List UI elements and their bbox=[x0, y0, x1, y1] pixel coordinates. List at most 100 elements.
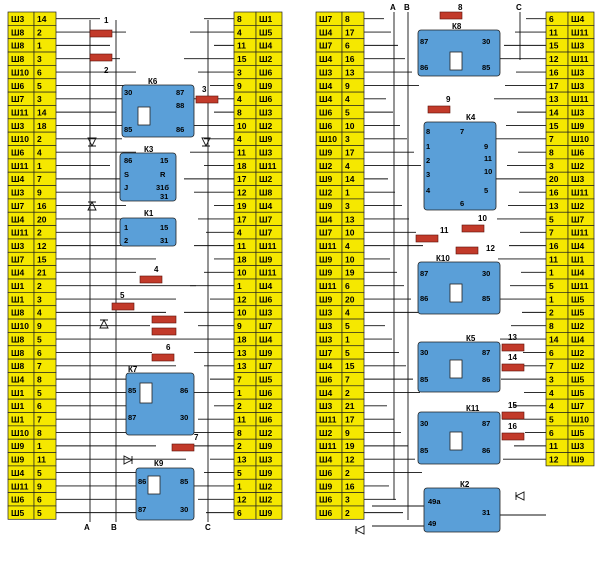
resistor-5: 5 bbox=[111, 291, 177, 336]
cell-text: Ш6 bbox=[319, 374, 333, 384]
cell-text: Ш7 bbox=[319, 348, 333, 358]
cell-text: Ш2 bbox=[259, 401, 273, 411]
cell-text: 2 bbox=[345, 388, 350, 398]
svg-text:86: 86 bbox=[482, 375, 490, 384]
connector-cell: 6 Ш4 bbox=[545, 11, 595, 26]
cell-text: Ш5 bbox=[571, 374, 585, 384]
cell-text: 6 bbox=[237, 508, 242, 518]
cell-text: Ш7 bbox=[319, 14, 333, 24]
cell-text: 8 bbox=[237, 107, 242, 117]
cell-text: 6 bbox=[549, 14, 554, 24]
svg-text:85: 85 bbox=[180, 477, 188, 486]
cell-text: Ш6 bbox=[319, 495, 333, 505]
svg-text:4: 4 bbox=[426, 186, 431, 195]
svg-text:S: S bbox=[124, 170, 129, 179]
cell-text: Ш11 bbox=[319, 241, 337, 251]
svg-text:К10: К10 bbox=[436, 254, 450, 263]
cell-text: 11 bbox=[237, 41, 246, 51]
cell-text: Ш4 bbox=[259, 281, 273, 291]
cell-text: Ш11 bbox=[259, 268, 277, 278]
cell-text: 16 bbox=[549, 188, 559, 198]
cell-text: Ш4 bbox=[11, 174, 25, 184]
cell-text: 3 bbox=[237, 67, 242, 77]
cell-text: 1 bbox=[345, 188, 350, 198]
cell-text: 18 bbox=[237, 161, 247, 171]
cell-text: Ш4 bbox=[11, 214, 25, 224]
cell-text: Ш3 bbox=[571, 441, 585, 451]
cell-text: 12 bbox=[237, 188, 247, 198]
svg-text:1: 1 bbox=[104, 16, 109, 25]
cell-text: Ш4 bbox=[571, 14, 585, 24]
cell-text: 17 bbox=[237, 174, 247, 184]
relay-k9: К9 86 85 87 30 bbox=[135, 459, 195, 521]
cell-text: Ш5 bbox=[259, 374, 273, 384]
cell-text: 6 bbox=[549, 348, 554, 358]
connector-cell: 12 Ш8 bbox=[233, 185, 283, 200]
cell-text: Ш7 bbox=[11, 254, 25, 264]
cell-text: Ш5 bbox=[571, 294, 585, 304]
cell-text: 2 bbox=[237, 401, 242, 411]
cell-text: 16 bbox=[345, 481, 355, 491]
cell-text: Ш3 bbox=[259, 308, 273, 318]
cell-text: 2 bbox=[37, 27, 42, 37]
svg-text:87: 87 bbox=[420, 269, 428, 278]
cell-text: Ш4 bbox=[319, 455, 333, 465]
cell-text: 21 bbox=[345, 401, 355, 411]
bus-label-a: A bbox=[390, 3, 396, 12]
cell-text: 10 bbox=[345, 254, 355, 264]
svg-text:2: 2 bbox=[124, 236, 128, 245]
cell-text: 20 bbox=[549, 174, 559, 184]
cell-text: Ш1 bbox=[11, 401, 25, 411]
cell-text: Ш8 bbox=[259, 188, 273, 198]
cell-text: 8 bbox=[345, 14, 350, 24]
cell-text: 2 bbox=[237, 441, 242, 451]
resistor-16: 16 bbox=[501, 422, 525, 441]
cell-text: 12 bbox=[345, 455, 355, 465]
connector-cell: 2 Ш2 bbox=[233, 398, 283, 413]
cell-text: Ш6 bbox=[259, 294, 273, 304]
cell-text: 9 bbox=[345, 81, 350, 91]
svg-text:9: 9 bbox=[446, 95, 451, 104]
svg-text:86: 86 bbox=[138, 477, 146, 486]
cell-text: Ш1 bbox=[11, 388, 25, 398]
cell-text: 3 bbox=[37, 54, 42, 64]
svg-text:86: 86 bbox=[482, 446, 490, 455]
cell-text: 16 bbox=[549, 67, 559, 77]
svg-text:86: 86 bbox=[176, 125, 184, 134]
cell-text: Ш10 bbox=[319, 134, 337, 144]
bus-label-b: B bbox=[111, 523, 117, 532]
cell-text: 4 bbox=[237, 228, 242, 238]
cell-text: Ш8 bbox=[11, 41, 25, 51]
cell-text: 11 bbox=[549, 254, 558, 264]
resistor-2: 2 bbox=[89, 53, 113, 75]
relay-k7: К7 85 86 87 30 bbox=[125, 365, 195, 436]
svg-text:К6: К6 bbox=[148, 77, 158, 86]
cell-text: 7 bbox=[549, 361, 554, 371]
cell-text: Ш9 bbox=[319, 254, 333, 264]
